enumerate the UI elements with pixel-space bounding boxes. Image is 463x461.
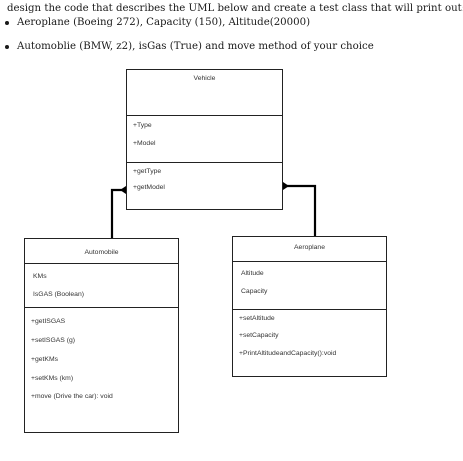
automobile-method-getkms: +getKMs bbox=[31, 356, 59, 363]
automobile-methods-section: +getISGAS +setISGAS (g) +getKMs +setKMs … bbox=[25, 307, 178, 432]
automobile-method-move: +move (Drive the car): void bbox=[31, 393, 113, 400]
aeroplane-method-printaltitudeandcapacity: +PrintAltitudeandCapacity():void bbox=[239, 350, 337, 357]
bullet-automobile: Automoblie (BMW, z2), isGas (True) and m… bbox=[3, 40, 463, 54]
automobile-attribute-isgas: IsGAS (Boolean) bbox=[33, 291, 84, 298]
aeroplane-inheritance-line bbox=[283, 184, 317, 236]
question-text: design the code that describes the UML b… bbox=[3, 2, 463, 54]
question-bullet-list: Aeroplane (Boeing 272), Capacity (150), … bbox=[3, 16, 463, 54]
automobile-method-setkms: +setKMs (km) bbox=[31, 375, 74, 382]
vehicle-method-gettype: +getType bbox=[133, 168, 162, 175]
aeroplane-class-name: Aeroplane bbox=[294, 244, 325, 251]
automobile-attributes-section: KMs IsGAS (Boolean) bbox=[25, 263, 178, 307]
automobile-class-name: Automobile bbox=[84, 249, 119, 256]
automobile-attribute-kms: KMs bbox=[33, 273, 47, 280]
vehicle-class-box: Vehicle +Type +Model +getType +getModel bbox=[126, 69, 283, 210]
question-instruction: design the code that describes the UML b… bbox=[7, 3, 463, 14]
aeroplane-attributes-section: Altitude Capacity bbox=[233, 261, 386, 309]
vehicle-attribute-type: +Type bbox=[133, 122, 152, 129]
automobile-name-section: Automobile bbox=[25, 239, 178, 263]
vehicle-name-section: Vehicle bbox=[127, 70, 282, 115]
aeroplane-methods-section: +setAltitude +setCapacity +PrintAltitude… bbox=[233, 309, 386, 376]
aeroplane-attribute-capacity: Capacity bbox=[241, 288, 268, 295]
aeroplane-inheritance-arrowhead bbox=[283, 182, 289, 190]
aeroplane-method-setcapacity: +setCapacity bbox=[239, 332, 279, 339]
bullet-aeroplane: Aeroplane (Boeing 272), Capacity (150), … bbox=[3, 16, 463, 30]
automobile-method-setisgas: +setISGAS (g) bbox=[31, 337, 76, 344]
vehicle-class-name: Vehicle bbox=[193, 75, 216, 82]
vehicle-attribute-model: +Model bbox=[133, 140, 156, 147]
aeroplane-attribute-altitude: Altitude bbox=[241, 270, 264, 277]
aeroplane-class-box: Aeroplane Altitude Capacity +setAltitude… bbox=[232, 236, 387, 377]
automobile-method-getisgas: +getISGAS bbox=[31, 318, 66, 325]
automobile-class-box: Automobile KMs IsGAS (Boolean) +getISGAS… bbox=[24, 238, 179, 433]
vehicle-methods-section: +getType +getModel bbox=[127, 162, 282, 209]
aeroplane-name-section: Aeroplane bbox=[233, 237, 386, 261]
vehicle-attributes-section: +Type +Model bbox=[127, 115, 282, 162]
vehicle-method-getmodel: +getModel bbox=[133, 184, 165, 191]
automobile-inheritance-line bbox=[110, 188, 126, 238]
aeroplane-method-setaltitude: +setAltitude bbox=[239, 315, 275, 322]
